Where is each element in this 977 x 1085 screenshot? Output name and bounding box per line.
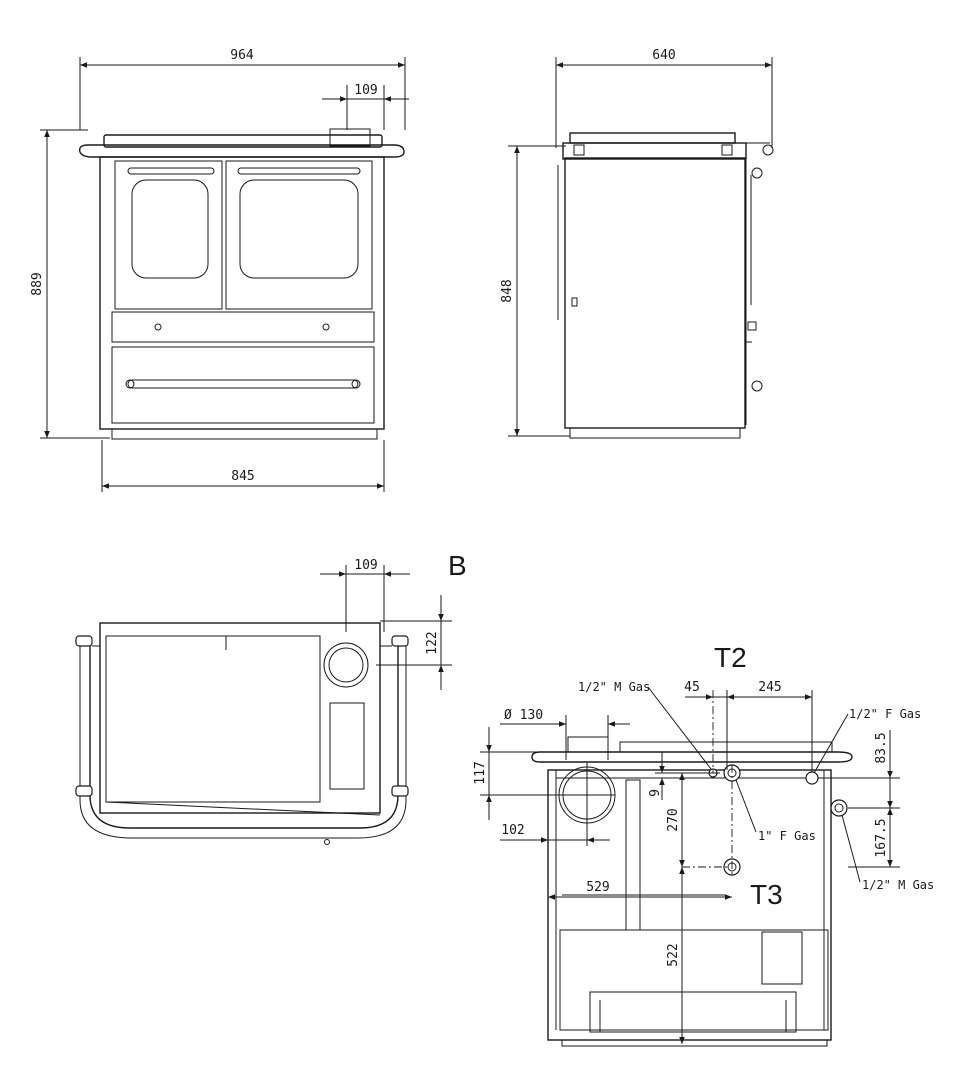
dim-45: 45 xyxy=(684,680,700,695)
side-view: 640 848 xyxy=(500,48,774,439)
dim-522: 522 xyxy=(666,943,681,966)
dim-flue-diameter: Ø 130 xyxy=(504,708,543,723)
label-t2: T2 xyxy=(714,642,747,673)
dim-102: 102 xyxy=(501,823,524,838)
dim-117: 117 xyxy=(473,761,488,784)
dim-front-height: 889 xyxy=(30,272,45,295)
top-view: B 109 122 xyxy=(75,550,467,845)
dim-245: 245 xyxy=(758,680,781,695)
dim-529: 529 xyxy=(586,880,609,895)
dim-side-depth: 640 xyxy=(652,48,675,63)
conn-label-one-f-gas: 1" F Gas xyxy=(758,829,816,843)
label-t3: T3 xyxy=(750,879,783,910)
dim-167-5: 167.5 xyxy=(874,818,889,857)
conn-label-half-f-gas: 1/2" F Gas xyxy=(849,707,921,721)
dim-side-height: 848 xyxy=(500,279,515,302)
top-view-marker: B xyxy=(448,550,467,581)
dim-9: 9 xyxy=(648,789,663,797)
dim-front-width-overall: 964 xyxy=(230,48,254,63)
dim-270: 270 xyxy=(666,808,681,831)
conn-label-half-m-gas-top: 1/2" M Gas xyxy=(578,680,650,694)
dim-top-flue-depth: 122 xyxy=(425,631,440,654)
dim-front-width-body: 845 xyxy=(231,469,254,484)
rear-view: T2 T3 xyxy=(473,642,934,1047)
dim-83-5: 83.5 xyxy=(874,732,889,763)
front-view: 964 109 889 845 xyxy=(30,48,409,492)
dim-top-flue-offset: 109 xyxy=(354,558,377,573)
dim-front-flue-offset: 109 xyxy=(354,83,377,98)
conn-label-half-m-gas-right: 1/2" M Gas xyxy=(862,878,934,892)
